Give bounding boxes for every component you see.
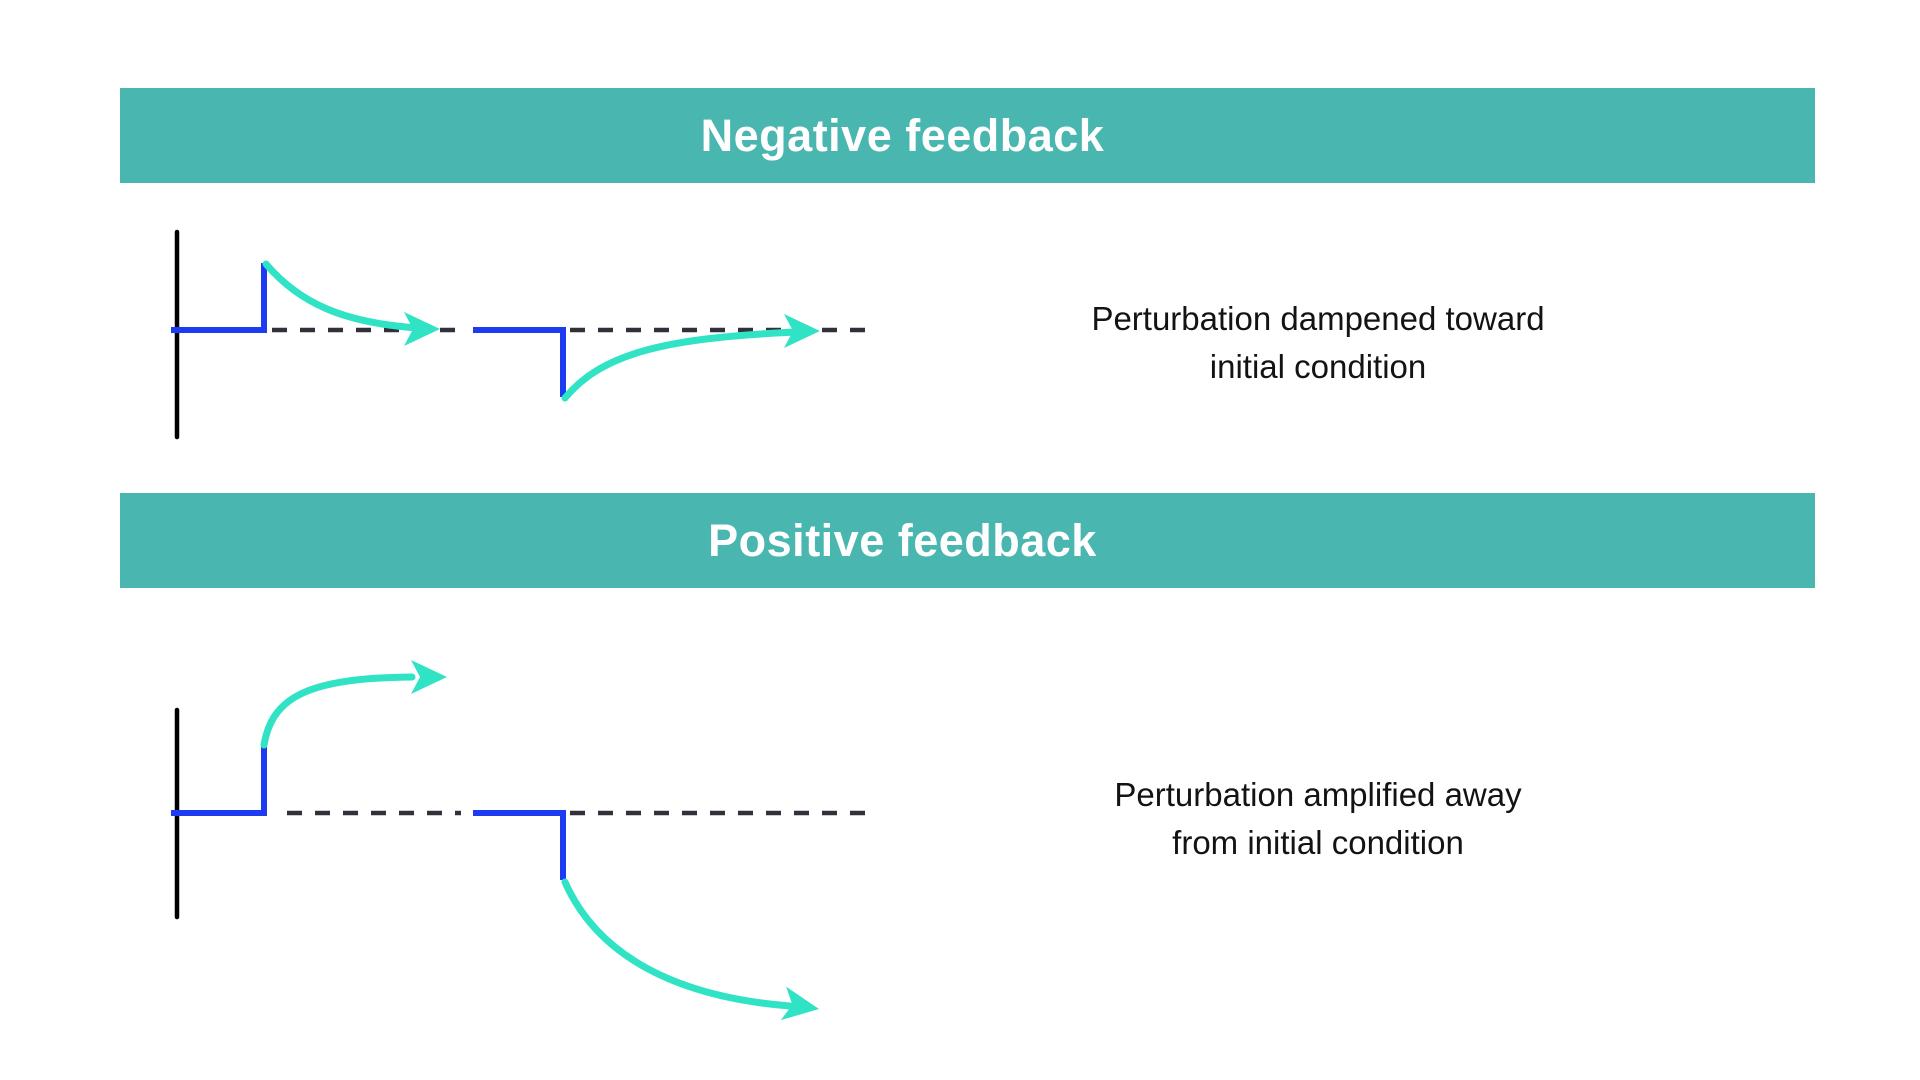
arrow-right-icon (404, 312, 440, 346)
negative-feedback-banner: Negative feedback (120, 88, 1815, 183)
arrow-right-icon (411, 660, 447, 694)
negative-dampen-curve-1 (262, 260, 422, 332)
negative-signal-step-down (473, 327, 566, 397)
positive-feedback-diagram (171, 660, 875, 1021)
negative-dampen-curve-2 (561, 328, 800, 402)
negative-feedback-title: Negative feedback (700, 109, 1105, 161)
positive-amplify-curve-2 (561, 878, 794, 1010)
negative-signal-step-up (171, 263, 267, 333)
positive-amplify-curve-1 (260, 673, 416, 749)
negative-caption-line-2: initial condition (1209, 348, 1427, 385)
positive-signal-step-up (171, 747, 267, 816)
negative-feedback-caption: Perturbation dampened toward initial con… (958, 295, 1678, 391)
positive-feedback-caption: Perturbation amplified away from initial… (958, 771, 1678, 867)
positive-caption-line-2: from initial condition (1172, 824, 1464, 861)
arrow-right-icon (784, 314, 820, 348)
arrow-right-icon (780, 986, 819, 1021)
positive-signal-step-down (473, 810, 566, 880)
positive-caption-line-1: Perturbation amplified away (1114, 776, 1522, 813)
negative-caption-line-1: Perturbation dampened toward (1091, 300, 1545, 337)
positive-feedback-banner: Positive feedback (120, 493, 1815, 588)
positive-feedback-title: Positive feedback (708, 514, 1097, 566)
negative-feedback-diagram (171, 229, 875, 440)
